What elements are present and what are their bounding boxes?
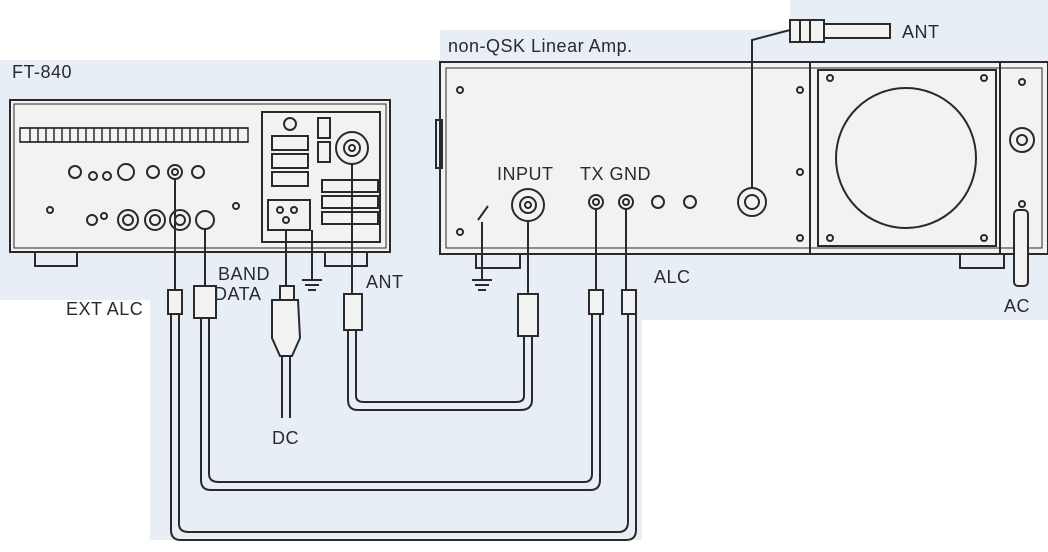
linear-amplifier xyxy=(435,61,1048,291)
antenna-cable xyxy=(751,19,891,188)
label-band: BAND xyxy=(218,264,270,284)
labels: FT-840 non-QSK Linear Amp. ANT INPUT TX … xyxy=(12,22,1030,448)
label-dc: DC xyxy=(272,428,299,448)
label-ac: AC xyxy=(1004,296,1030,316)
label-ant-rig: ANT xyxy=(366,272,404,292)
label-amp-title: non-QSK Linear Amp. xyxy=(448,36,633,56)
label-ant-top: ANT xyxy=(902,22,940,42)
label-ft840: FT-840 xyxy=(12,62,72,82)
label-data: DATA xyxy=(214,284,261,304)
ft840-transceiver xyxy=(9,99,391,291)
label-tx-gnd: TX GND xyxy=(580,164,651,184)
label-alc: ALC xyxy=(654,267,691,287)
interconnect-cables xyxy=(167,164,637,541)
ac-cord xyxy=(1013,209,1029,287)
label-input: INPUT xyxy=(497,164,554,184)
label-ext-alc: EXT ALC xyxy=(66,299,143,319)
